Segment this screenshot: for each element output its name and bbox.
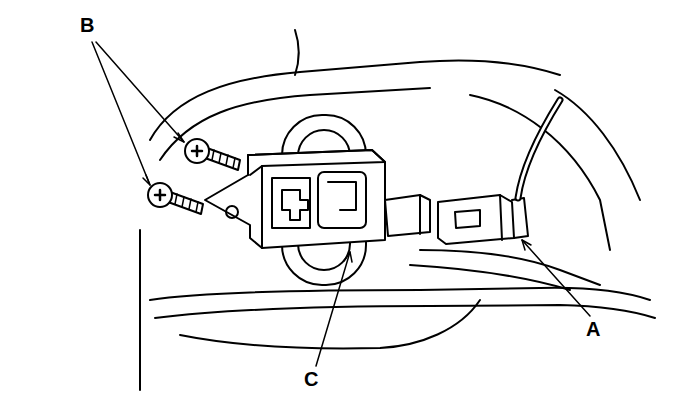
screw-thread — [175, 194, 198, 212]
panel-edge — [555, 90, 640, 200]
sensor-connector — [385, 195, 430, 236]
leader-arrow — [143, 175, 150, 185]
sensor-window — [282, 190, 308, 220]
harness-connector — [500, 195, 502, 240]
wire — [518, 100, 560, 198]
screw-shaft — [205, 148, 240, 170]
callout-letter: C — [302, 368, 320, 390]
sensor-window — [318, 172, 366, 228]
screw-head — [148, 183, 172, 207]
leader-line — [92, 42, 150, 185]
sensor-top — [248, 150, 385, 175]
sensor-window — [272, 178, 310, 228]
harness-connector — [455, 210, 480, 228]
sensor-edge — [261, 166, 263, 248]
leader-line — [522, 240, 590, 316]
screw-head — [185, 139, 209, 163]
bracket-ridge — [155, 305, 655, 318]
panel-edge — [139, 230, 141, 390]
screw-shaft — [168, 192, 203, 214]
leader-arrow — [174, 133, 184, 142]
screw-head — [155, 190, 165, 200]
callout-letter: B — [78, 14, 96, 36]
leader-line — [316, 252, 350, 366]
harness-connector — [438, 195, 514, 244]
mount-hole — [226, 206, 238, 218]
panel-edge — [295, 30, 299, 75]
harness-lock — [512, 198, 528, 238]
screw-head — [192, 146, 202, 156]
leader-line — [96, 42, 184, 142]
leader-arrow — [522, 240, 531, 250]
sensor-window — [328, 182, 356, 210]
screw-thread — [212, 150, 235, 168]
wire — [518, 100, 560, 198]
panel-edge — [180, 300, 480, 348]
panel-edge — [410, 265, 570, 290]
sensor-connector — [419, 195, 421, 234]
leader-arrow — [344, 252, 352, 262]
callout-letter: A — [584, 318, 602, 340]
